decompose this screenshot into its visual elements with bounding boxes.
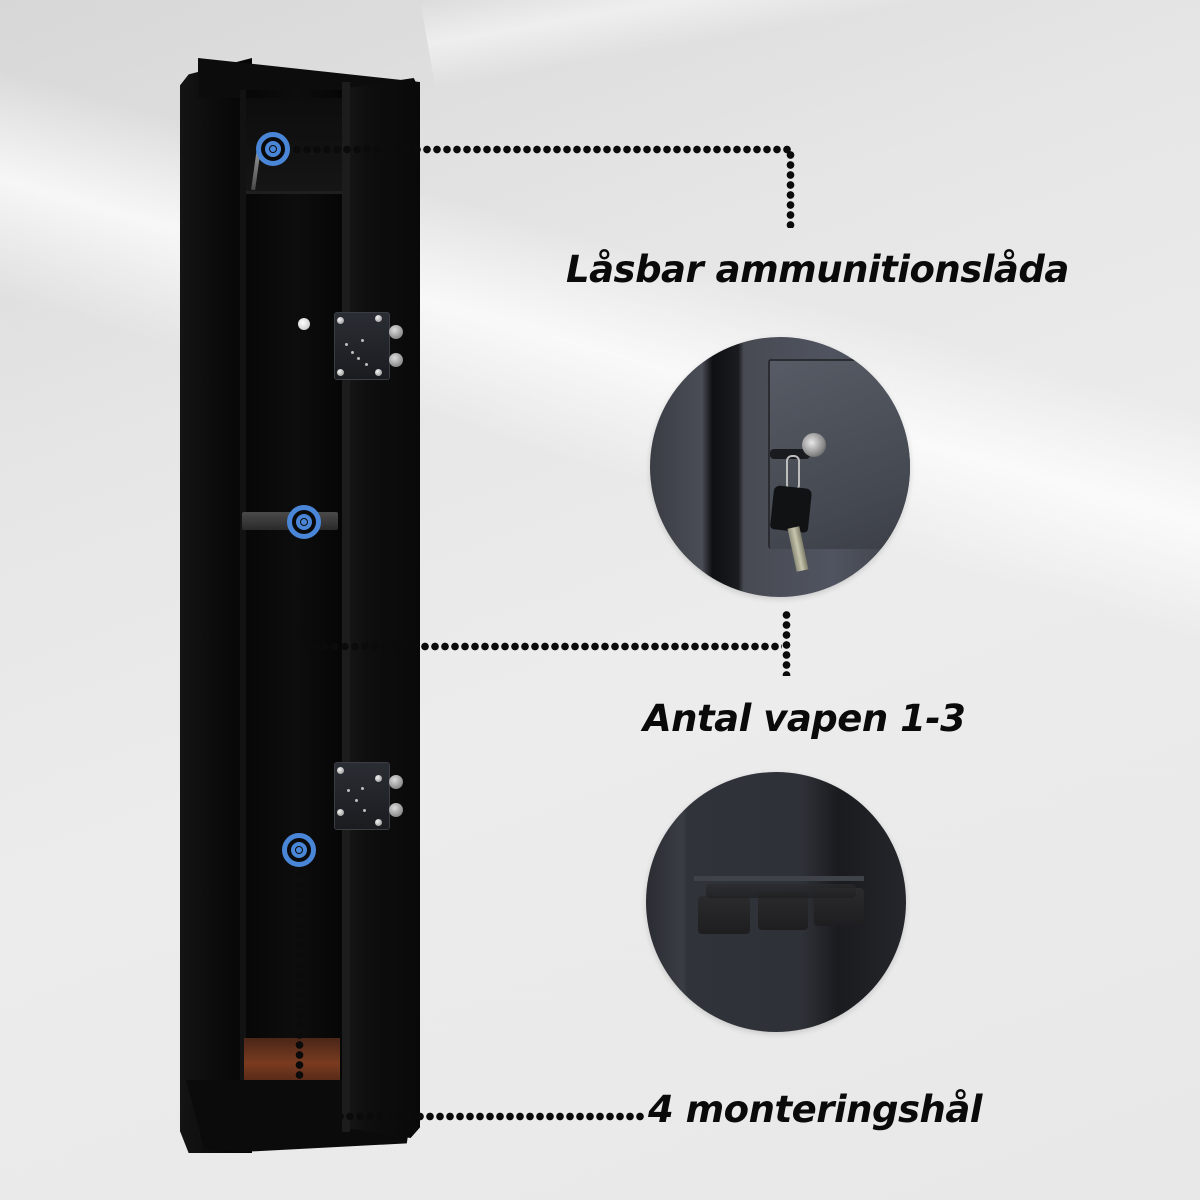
foam-slot-backing (706, 884, 856, 898)
safe-door-edge (342, 82, 350, 1132)
leader-line-horizontal (295, 1112, 645, 1121)
mounting-hole (298, 318, 310, 330)
target-icon (282, 833, 316, 867)
leader-line-vertical-right (782, 610, 791, 676)
detail-image-ammo-box (650, 337, 910, 597)
rack-shelf (694, 876, 864, 881)
key-icon (769, 485, 813, 533)
target-icon (287, 505, 321, 539)
leader-line-vertical (786, 150, 795, 228)
safe-interior (240, 90, 348, 1140)
door-bolt-plate-upper (334, 312, 403, 380)
leader-line-horizontal (292, 145, 792, 154)
safe-door (342, 78, 420, 1138)
callout-label-ammo-box: Låsbar ammunitionslåda (566, 248, 1069, 291)
leader-line-vertical (300, 542, 309, 646)
foam-slot (698, 896, 750, 934)
callout-label-mounting-holes: 4 monteringshål (648, 1088, 983, 1131)
key-head (770, 449, 810, 459)
leader-line-horizontal (300, 642, 782, 651)
callout-label-gun-rack: Antal vapen 1-3 (643, 697, 966, 740)
door-bolt-plate-lower (334, 762, 403, 830)
detail-image-gun-rack (646, 772, 906, 1032)
foam-slot (758, 892, 808, 930)
leader-line-vertical (295, 870, 304, 1126)
target-icon (256, 132, 290, 166)
lock-cylinder-icon (802, 433, 826, 457)
safe-floor-felt (244, 1038, 340, 1080)
